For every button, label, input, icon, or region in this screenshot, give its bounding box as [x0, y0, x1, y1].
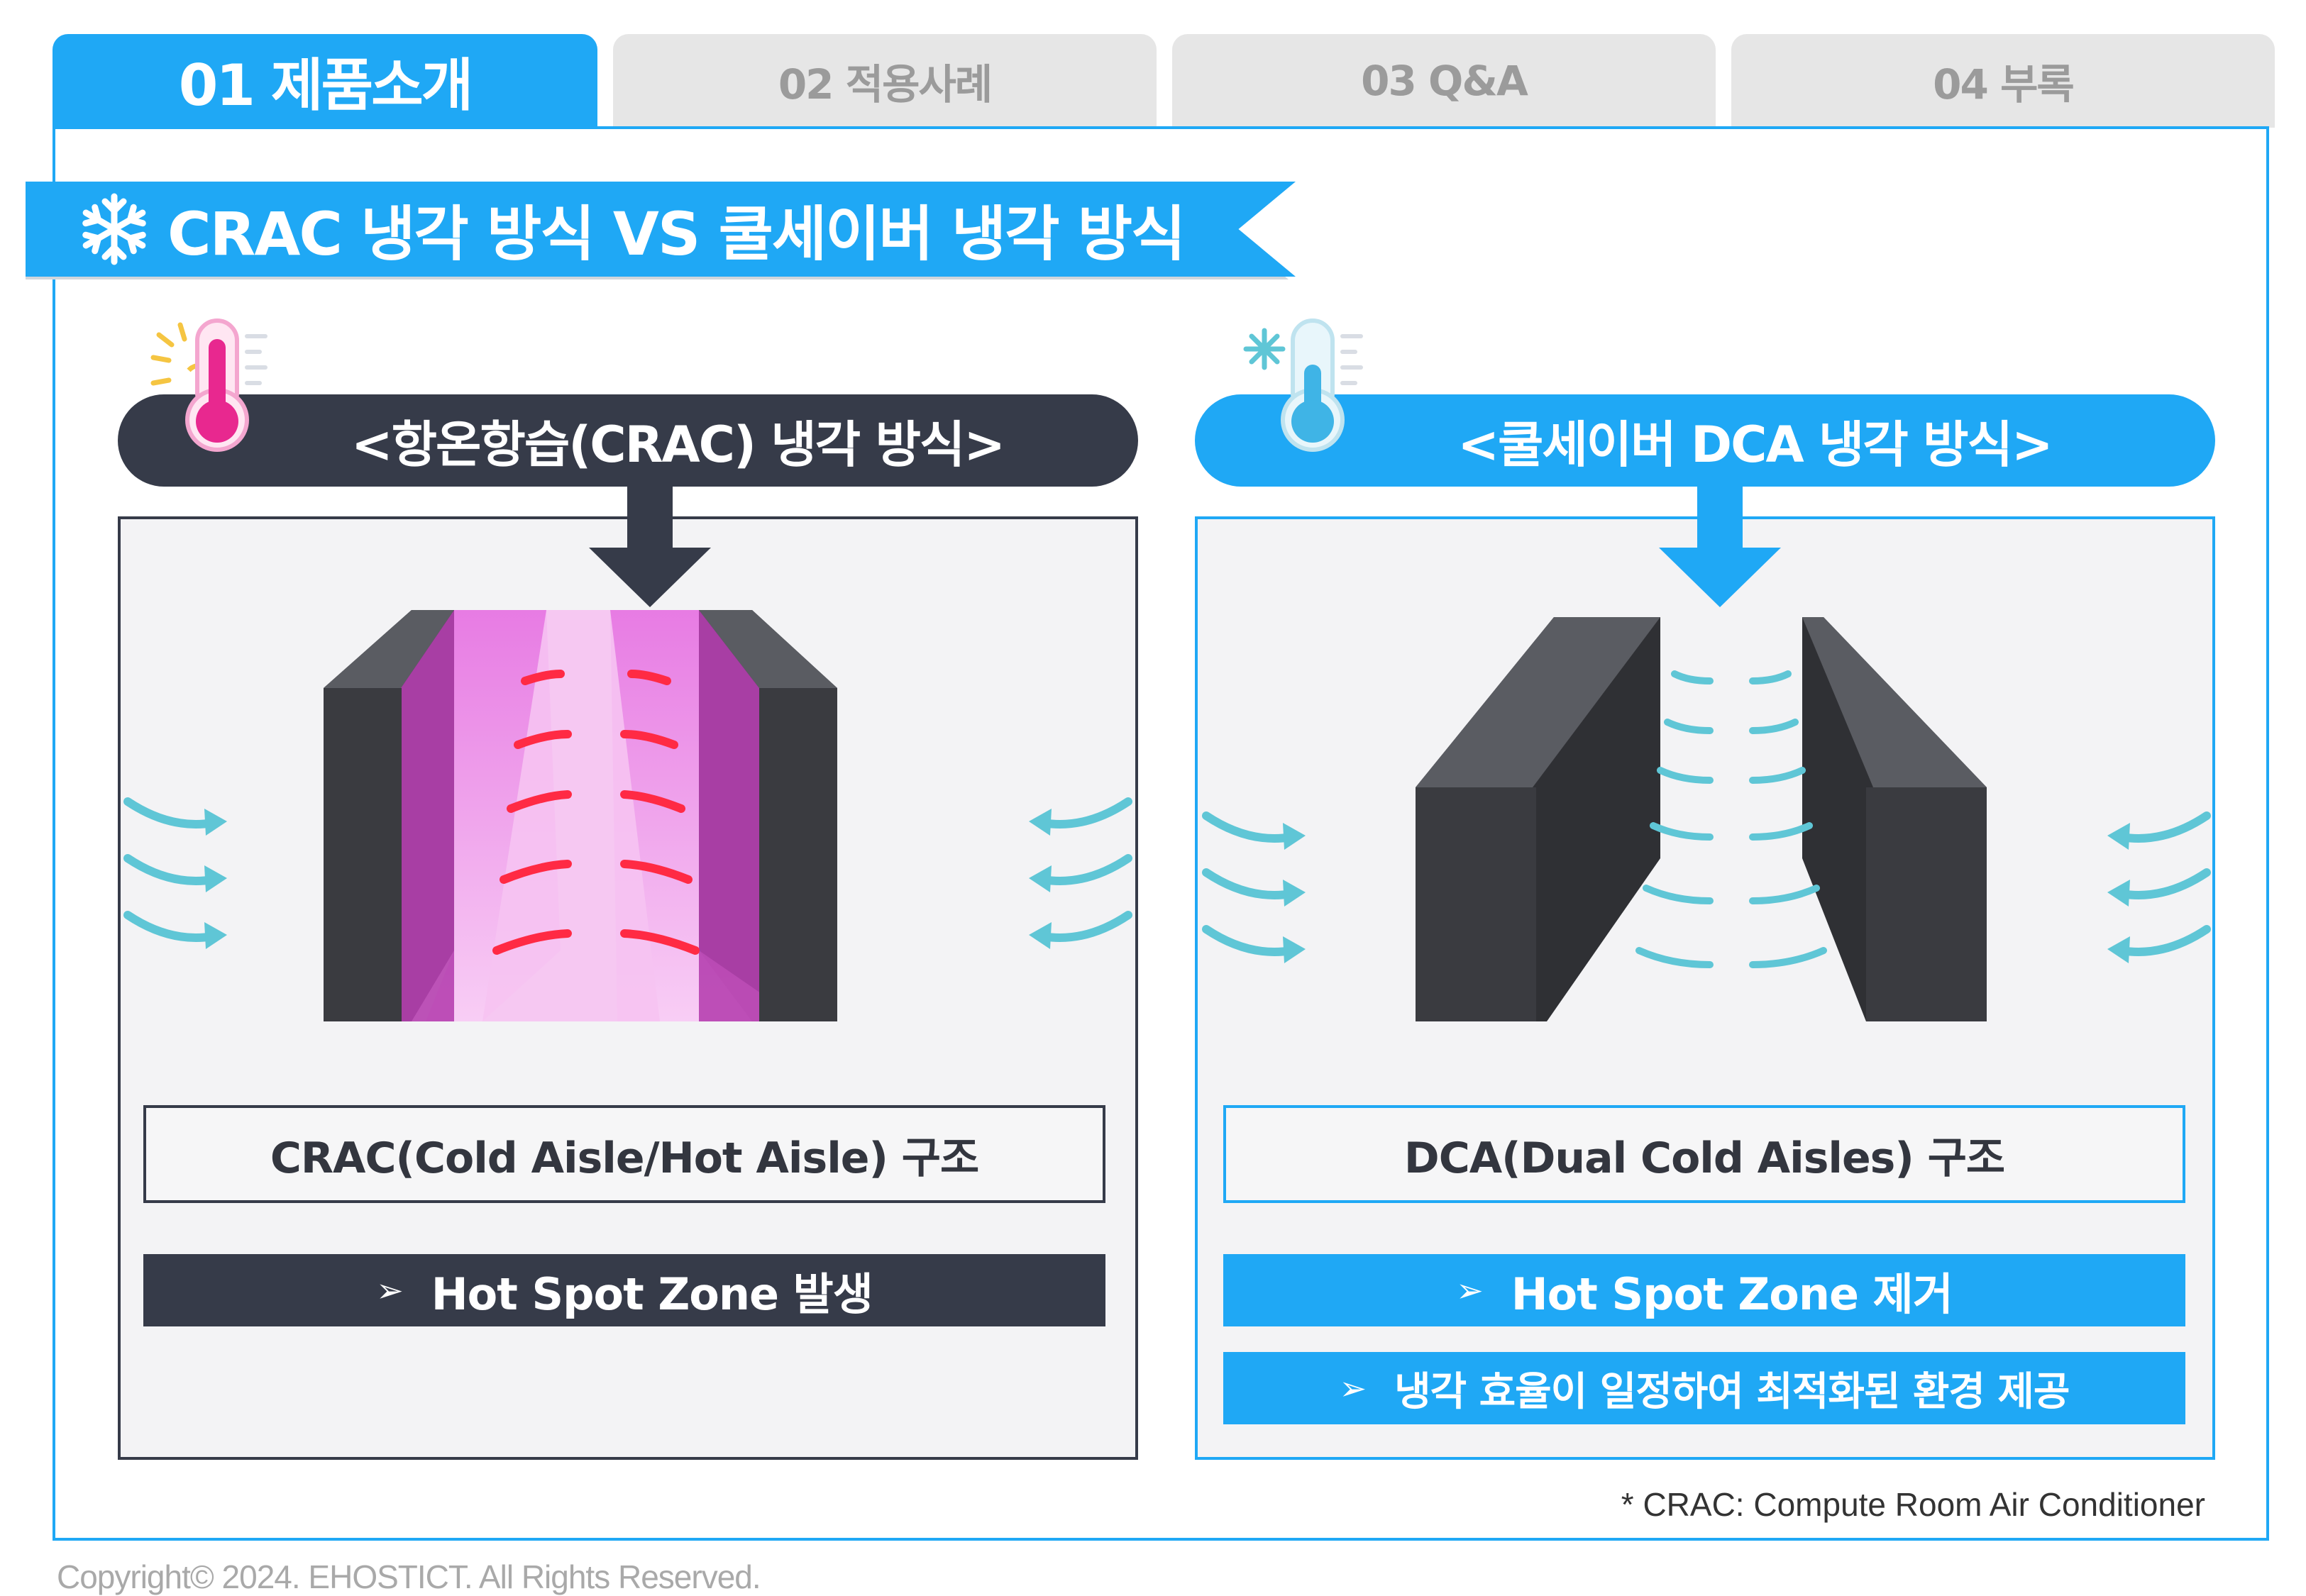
dca-bullet-text: Hot Spot Zone 제거 [1511, 1268, 1953, 1320]
footnote: * CRAC: Compute Room Air Conditioner [1621, 1486, 2205, 1523]
crac-hot-aisle-illustration [123, 610, 1132, 1021]
dca-bullet-efficiency: ➢ 냉각 효율이 일정하여 최적화된 환경 제공 [1223, 1352, 2185, 1424]
dca-dual-cold-aisle-illustration [1202, 617, 2211, 1021]
down-arrow-icon [589, 487, 711, 607]
tab-label: 04 부록 [1933, 60, 2075, 109]
down-arrow-icon [1659, 487, 1781, 607]
crac-heading-text: <항온항습(CRAC) 냉각 방식> [351, 415, 1005, 474]
copyright: Copyright© 2024. EHOSTICT. All Rights Re… [57, 1558, 761, 1595]
bullet-arrow-icon: ➢ [376, 1271, 404, 1309]
hot-thermometer-icon [150, 318, 267, 452]
dca-heading: <쿨세이버 DCA 냉각 방식> [1195, 394, 2215, 487]
bullet-arrow-icon: ➢ [1456, 1271, 1484, 1309]
dca-bullet-text: 냉각 효율이 일정하여 최적화된 환경 제공 [1394, 1368, 2070, 1415]
crac-heading: <항온항습(CRAC) 냉각 방식> [118, 394, 1138, 487]
snowflake-icon [75, 193, 153, 268]
dca-heading-text: <쿨세이버 DCA 냉각 방식> [1457, 415, 2053, 474]
dca-bullet-hotspot-removed: ➢ Hot Spot Zone 제거 [1223, 1254, 2185, 1326]
tab-label: 03 Q&A [1361, 57, 1528, 105]
bullet-arrow-icon: ➢ [1339, 1369, 1367, 1407]
dca-structure-text: DCA(Dual Cold Aisles) 구조 [1403, 1133, 2005, 1183]
tab-product-intro[interactable]: 01 제품소개 [53, 34, 597, 128]
tab-label: 01 제품소개 [178, 52, 474, 118]
tab-qna[interactable]: 03 Q&A [1172, 34, 1716, 128]
crac-structure-label: CRAC(Cold Aisle/Hot Aisle) 구조 [143, 1105, 1105, 1203]
crac-bullet-hotspot: ➢ Hot Spot Zone 발생 [143, 1254, 1105, 1326]
dca-structure-label: DCA(Dual Cold Aisles) 구조 [1223, 1105, 2185, 1203]
tab-use-cases[interactable]: 02 적용사례 [613, 34, 1157, 128]
tab-appendix[interactable]: 04 부록 [1731, 34, 2275, 128]
page-title: CRAC 냉각 방식 VS 쿨세이버 냉각 방식 [167, 199, 1186, 269]
crac-bullet-text: Hot Spot Zone 발생 [431, 1268, 873, 1320]
crac-structure-text: CRAC(Cold Aisle/Hot Aisle) 구조 [270, 1133, 979, 1183]
cold-thermometer-icon [1243, 318, 1363, 452]
title-banner: CRAC 냉각 방식 VS 쿨세이버 냉각 방식 [26, 182, 1296, 277]
tab-label: 02 적용사례 [778, 60, 993, 109]
